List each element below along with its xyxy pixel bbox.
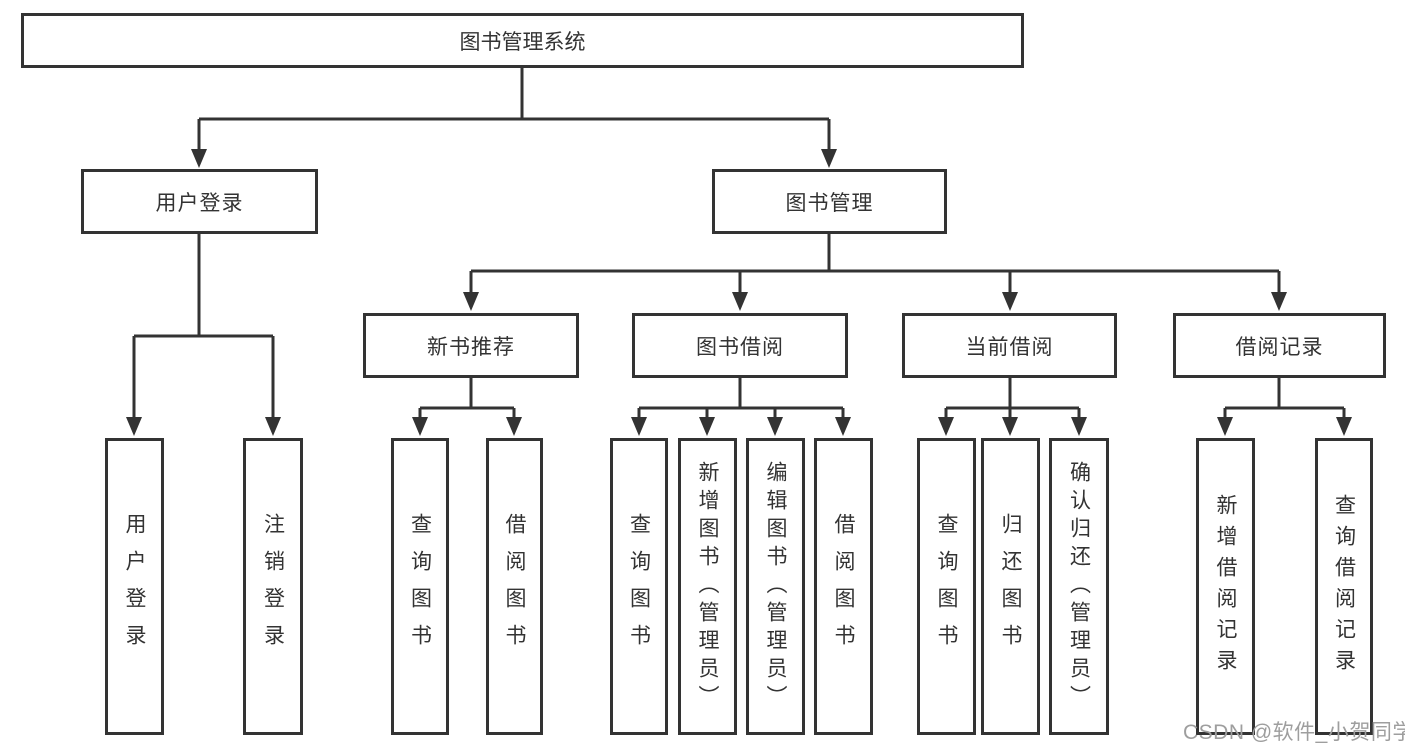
node-new-book-recommend: 新书推荐 [363,313,579,378]
leaf-logout: 注销登录 [243,438,303,735]
leaf-borrow-books-recommend: 借阅图书 [486,438,543,735]
node-book-management: 图书管理 [712,169,947,234]
leaf-query-books-current: 查询图书 [917,438,976,735]
leaf-query-books-recommend: 查询图书 [391,438,449,735]
leaf-add-borrow-record: 新增借阅记录 [1196,438,1255,735]
leaf-query-borrow-record: 查询借阅记录 [1315,438,1373,735]
leaf-borrow-books-borrowing: 借阅图书 [814,438,873,735]
node-book-borrowing: 图书借阅 [632,313,848,378]
node-borrow-records: 借阅记录 [1173,313,1386,378]
leaf-add-book-admin: 新增图书（管理员） [678,438,737,735]
leaf-edit-book-admin: 编辑图书（管理员） [746,438,805,735]
node-current-borrowing: 当前借阅 [902,313,1117,378]
csdn-watermark: CSDN @软件_小贺同学 [1183,721,1405,744]
leaf-return-books: 归还图书 [981,438,1040,735]
leaf-query-books-borrowing: 查询图书 [610,438,668,735]
node-root-library-system: 图书管理系统 [21,13,1024,68]
leaf-confirm-return-admin: 确认归还（管理员） [1049,438,1109,735]
node-user-login: 用户登录 [81,169,318,234]
leaf-user-login: 用户登录 [105,438,164,735]
